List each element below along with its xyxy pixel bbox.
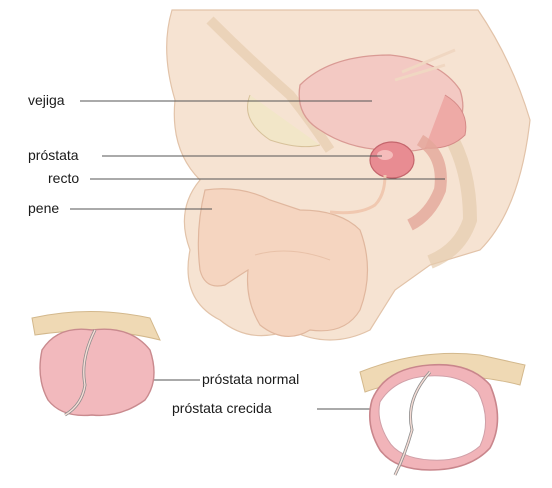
enlarged-prostate-inset bbox=[360, 353, 525, 475]
normal-prostate-inset bbox=[32, 312, 160, 416]
label-prostata: próstata bbox=[28, 147, 79, 163]
prostate-shape bbox=[370, 142, 414, 178]
label-vejiga: vejiga bbox=[28, 92, 65, 108]
label-prostata-normal: próstata normal bbox=[202, 371, 299, 387]
label-pene: pene bbox=[28, 200, 59, 216]
label-prostata-crecida: próstata crecida bbox=[172, 400, 272, 416]
label-recto: recto bbox=[48, 170, 79, 186]
